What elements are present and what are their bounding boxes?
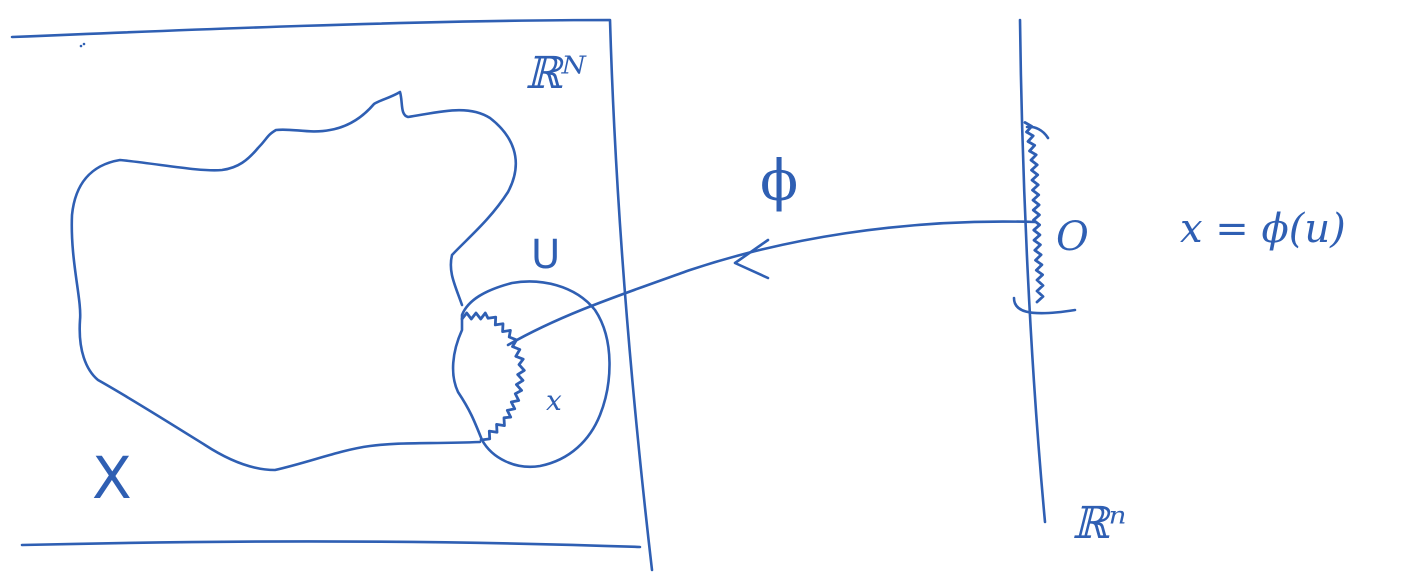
- ink-dot: [79, 44, 83, 48]
- ink-dot: [82, 42, 86, 46]
- point-x-label: x: [546, 384, 562, 417]
- map-phi-label: ϕ: [760, 149, 798, 214]
- set-x-label: X: [92, 444, 132, 512]
- neighborhood-u-boundary: [451, 280, 611, 469]
- set-x-boundary: [70, 90, 518, 472]
- parameter-set-label: O: [1056, 214, 1089, 260]
- map-phi-arrowhead: [733, 238, 770, 280]
- parameter-segment-wiggle: [1023, 121, 1045, 304]
- parameter-axis: [1018, 18, 1047, 524]
- ambient-space-label: ℝᴺ: [525, 48, 588, 99]
- neighborhood-u-label: U: [531, 232, 560, 278]
- parameter-space-label: ℝⁿ: [1072, 498, 1126, 549]
- open-interval-bracket-bottom: [1012, 296, 1077, 315]
- open-interval-bracket-top: [1025, 125, 1050, 140]
- ambient-space-box: [10, 18, 654, 572]
- map-phi-arrow: [506, 220, 1037, 347]
- relation-label: x = ϕ(u): [1180, 206, 1346, 252]
- chart-image-wiggle: [460, 311, 526, 442]
